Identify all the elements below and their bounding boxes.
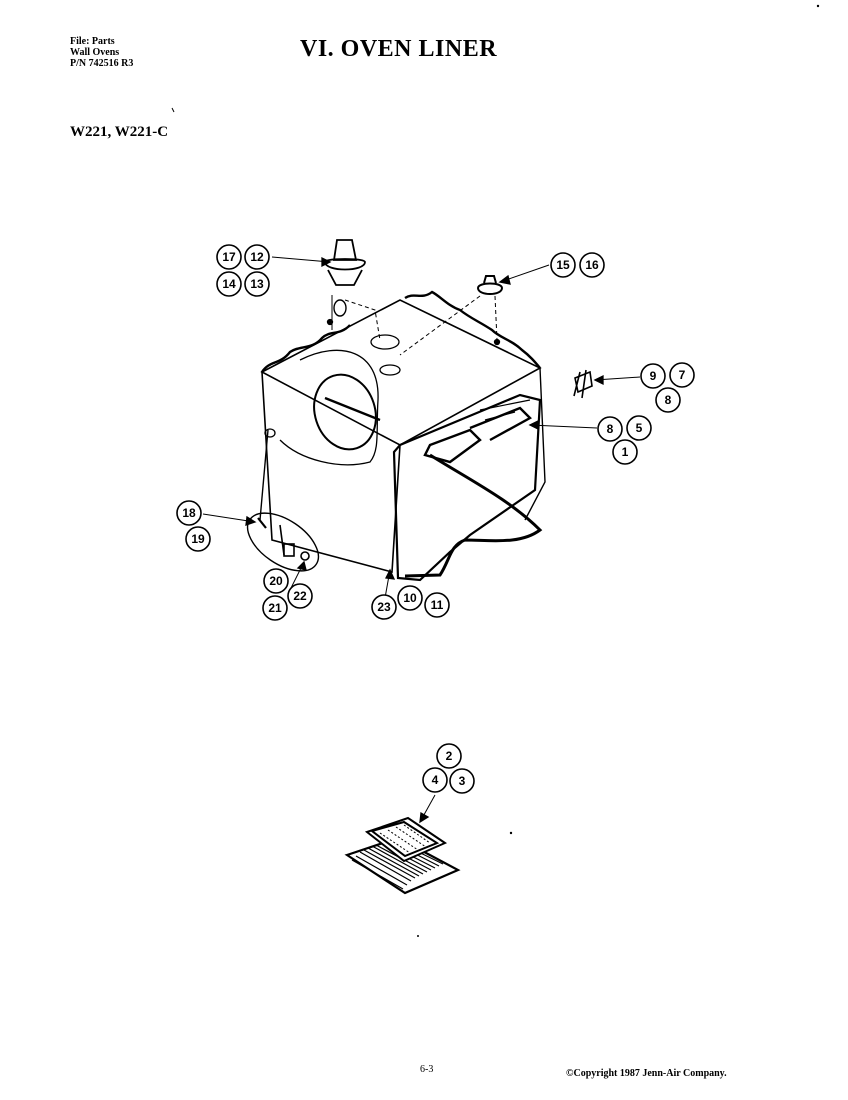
- svg-text:4: 4: [432, 773, 439, 787]
- svg-text:23: 23: [377, 600, 391, 614]
- callout-14: 14: [216, 271, 242, 297]
- callout-8-lower: 8: [597, 416, 623, 442]
- callout-18: 18: [176, 500, 202, 526]
- callout-15: 15: [550, 252, 576, 278]
- svg-text:18: 18: [182, 506, 196, 520]
- callout-4: 4: [422, 767, 448, 793]
- light-window: [313, 373, 377, 451]
- svg-text:12: 12: [250, 250, 264, 264]
- file-info: File: Parts Wall Ovens P/N 742516 R3: [70, 36, 133, 69]
- svg-text:13: 13: [250, 277, 264, 291]
- category-line: Wall Ovens: [70, 47, 120, 58]
- terminal-block: [573, 369, 593, 399]
- bake-element: [404, 453, 543, 578]
- callout-9: 9: [640, 363, 666, 389]
- callout-20: 20: [263, 568, 289, 594]
- callout-21: 21: [262, 595, 288, 621]
- callout-23: 23: [371, 594, 397, 620]
- svg-text:15: 15: [556, 258, 570, 272]
- callout-17: 17: [216, 244, 242, 270]
- callout-1: 1: [612, 439, 638, 465]
- page-number: 6-3: [420, 1064, 434, 1075]
- svg-text:11: 11: [431, 598, 444, 612]
- callout-22: 22: [287, 583, 313, 609]
- file-line: File: Parts: [70, 36, 115, 47]
- svg-text:17: 17: [222, 250, 236, 264]
- callout-7: 7: [669, 362, 695, 388]
- light-lens: [324, 239, 366, 286]
- callout-13: 13: [244, 271, 270, 297]
- part-number-line: P/N 742516 R3: [70, 58, 134, 69]
- svg-text:14: 14: [222, 277, 236, 291]
- callout-8-upper: 8: [655, 387, 681, 413]
- callout-19: 19: [185, 526, 211, 552]
- callout-2: 2: [436, 743, 462, 769]
- svg-text:3: 3: [459, 774, 466, 788]
- callout-11: 11: [424, 592, 450, 618]
- page-title: VI. OVEN LINER: [300, 36, 498, 62]
- callout-12: 12: [244, 244, 270, 270]
- svg-text:8: 8: [607, 422, 614, 436]
- broiler-pan-insert: [364, 816, 448, 863]
- svg-text:2: 2: [446, 749, 453, 763]
- light-socket-right: [476, 275, 504, 295]
- liner-front-opening: [392, 393, 542, 582]
- svg-text:20: 20: [269, 574, 283, 588]
- copyright-notice: ©Copyright 1987 Jenn-Air Company.: [566, 1068, 727, 1079]
- liner-top-panel: [260, 299, 542, 446]
- svg-text:22: 22: [293, 589, 307, 603]
- svg-text:5: 5: [636, 421, 643, 435]
- callout-3: 3: [449, 768, 475, 794]
- svg-text:10: 10: [403, 591, 417, 605]
- svg-text:16: 16: [585, 258, 599, 272]
- model-numbers: W221, W221-C: [70, 124, 169, 140]
- svg-text:21: 21: [268, 601, 282, 615]
- svg-text:8: 8: [665, 393, 672, 407]
- svg-text:9: 9: [650, 369, 657, 383]
- svg-text:1: 1: [622, 445, 629, 459]
- broil-element: [423, 406, 532, 464]
- svg-text:7: 7: [679, 368, 686, 382]
- callout-10: 10: [397, 585, 423, 611]
- rear-insulation-edge: [261, 290, 541, 373]
- liner-right-wall: [524, 367, 546, 521]
- callout-5: 5: [626, 415, 652, 441]
- svg-text:19: 19: [191, 532, 205, 546]
- broiler-pan-assembly: [344, 816, 461, 895]
- callout-16: 16: [579, 252, 605, 278]
